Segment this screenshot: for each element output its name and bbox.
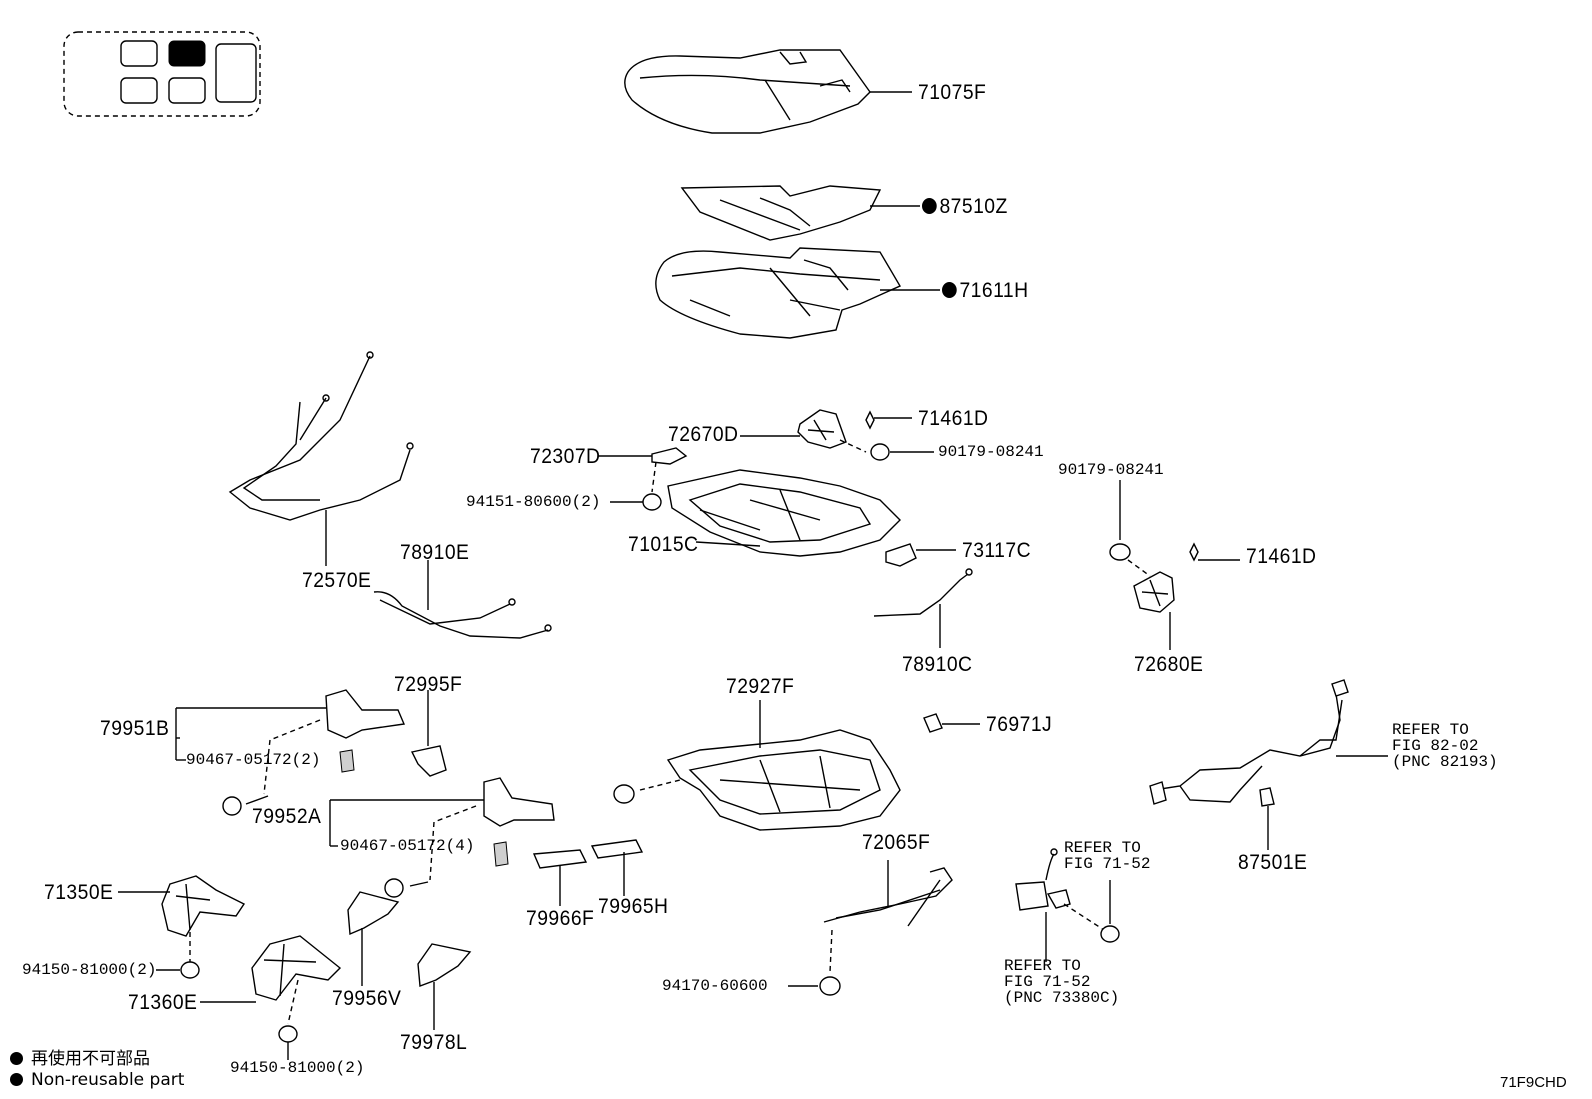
part-label-79952A[interactable]: 79952A	[252, 805, 322, 828]
plates-79966F-79965H	[532, 839, 644, 906]
part-label-79978L[interactable]: 79978L	[400, 1031, 468, 1054]
part-label-79956V[interactable]: 79956V	[332, 987, 402, 1010]
bullet-icon	[10, 1073, 23, 1086]
part-label-94151-80600[interactable]: 94151-80600(2)	[466, 493, 601, 511]
cable-72570E	[228, 351, 414, 566]
seat-locator-icon	[63, 31, 261, 117]
part-label-94150-81000-a[interactable]: 94150-81000(2)	[22, 961, 157, 979]
part-label-90179-08241-b[interactable]: 90179-08241	[1058, 461, 1164, 479]
part-label-71015C[interactable]: 71015C	[628, 533, 699, 556]
part-label-71350E[interactable]: 71350E	[44, 881, 114, 904]
cover-72995F	[410, 690, 447, 777]
part-label-72995F[interactable]: 72995F	[394, 673, 463, 696]
bracket-72680E	[1109, 480, 1240, 650]
wire-harness	[1149, 679, 1388, 850]
part-label-87501E[interactable]: 87501E	[1238, 851, 1308, 874]
clip-76971J	[923, 713, 980, 733]
refer-note-fig-71-52-b[interactable]: REFER TO FIG 71-52 (PNC 73380C)	[1004, 957, 1120, 1007]
legend-non-reusable-jp: 再使用不可部品	[10, 1044, 150, 1069]
part-label-87510Z[interactable]: 87510Z	[922, 196, 1008, 217]
bracket-72670D	[740, 409, 934, 461]
bracket-79951B	[175, 689, 406, 816]
clip-72307D	[598, 447, 688, 511]
part-label-79966F[interactable]: 79966F	[526, 907, 595, 930]
buckle-assembly	[1015, 848, 1120, 962]
seat-frame-71015C	[667, 469, 901, 557]
part-label-71360E[interactable]: 71360E	[128, 991, 198, 1014]
legend-non-reusable-en: Non-reusable part	[10, 1070, 184, 1090]
part-label-90467-05172-2[interactable]: 90467-05172(2)	[186, 751, 321, 769]
part-label-72670D[interactable]: 72670D	[668, 423, 739, 446]
part-label-71461D[interactable]: 71461D	[918, 407, 989, 430]
part-label-79951B[interactable]: 79951B	[100, 717, 170, 740]
seat-cover-71075F	[624, 49, 912, 134]
part-label-71461D-b[interactable]: 71461D	[1246, 545, 1317, 568]
non-reusable-mark	[922, 198, 937, 214]
part-label-90179-08241[interactable]: 90179-08241	[938, 443, 1044, 461]
part-label-71611H[interactable]: 71611H	[942, 280, 1028, 301]
cover-79956V	[347, 891, 400, 986]
part-label-79965H[interactable]: 79965H	[598, 895, 669, 918]
bracket-79952A	[329, 777, 555, 898]
part-label-72927F[interactable]: 72927F	[726, 675, 795, 698]
part-label-78910C[interactable]: 78910C	[902, 653, 973, 676]
refer-note-fig-71-52-a[interactable]: REFER TO FIG 71-52	[1064, 839, 1151, 873]
part-label-90467-05172-4[interactable]: 90467-05172(4)	[340, 837, 475, 855]
part-label-76971J[interactable]: 76971J	[986, 713, 1053, 736]
part-label-78910E[interactable]: 78910E	[400, 541, 470, 564]
non-reusable-mark	[942, 282, 957, 298]
part-label-94150-81000-b[interactable]: 94150-81000(2)	[230, 1059, 365, 1077]
seat-pan-72927F	[613, 700, 901, 831]
bullet-icon	[10, 1052, 23, 1065]
refer-note-fig-82-02[interactable]: REFER TO FIG 82-02 (PNC 82193)	[1392, 721, 1498, 771]
part-label-71075F[interactable]: 71075F	[918, 81, 987, 104]
part-label-72307D[interactable]: 72307D	[530, 445, 601, 468]
part-label-73117C[interactable]: 73117C	[962, 539, 1032, 562]
cable-78910C	[873, 568, 973, 648]
bracket-73117C	[885, 543, 956, 567]
cable-78910E	[373, 560, 552, 639]
part-label-72570E[interactable]: 72570E	[302, 569, 372, 592]
hinge-71360E	[200, 935, 342, 1060]
hinge-71350E	[118, 875, 246, 979]
seat-heater-87510Z	[680, 185, 920, 241]
part-label-94170-60600[interactable]: 94170-60600	[662, 977, 768, 995]
cable-72065F	[788, 860, 953, 996]
figure-code: 71F9CHD	[1500, 1074, 1567, 1091]
part-label-72680E[interactable]: 72680E	[1134, 653, 1204, 676]
part-label-72065F[interactable]: 72065F	[862, 831, 931, 854]
cover-79978L	[417, 943, 472, 1030]
seat-pad-71611H	[655, 247, 940, 339]
